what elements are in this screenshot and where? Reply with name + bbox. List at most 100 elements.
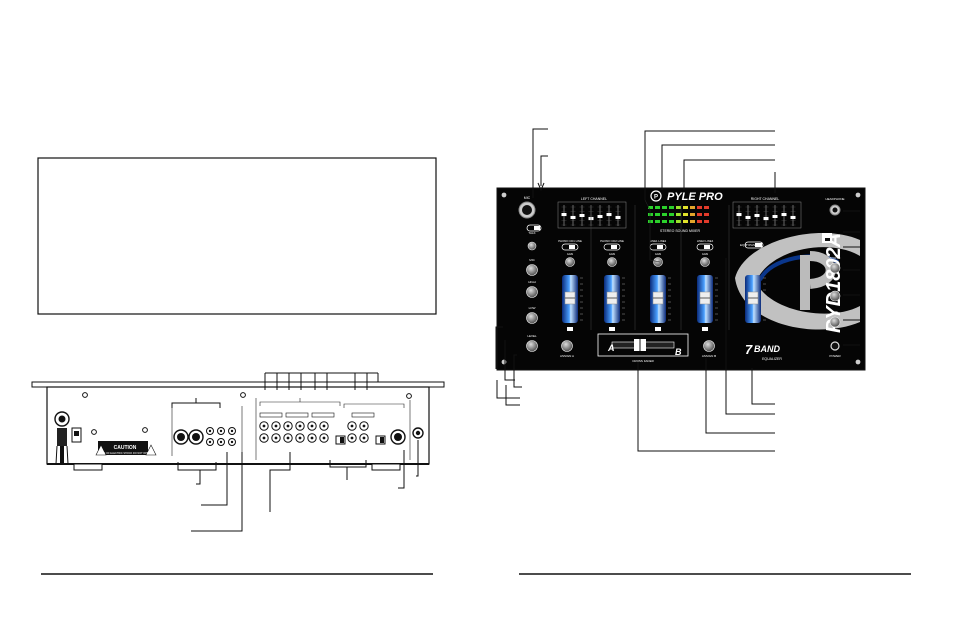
caption-box	[37, 157, 437, 315]
front-callouts	[495, 128, 860, 452]
mic-gain-knob[interactable]	[527, 241, 537, 251]
cue-level-knob[interactable]: CUE	[829, 310, 841, 328]
channel-fader[interactable]	[650, 275, 671, 323]
seven-band-eq-badge: 7 BAND EQUALIZER	[745, 342, 782, 361]
headphone-jack[interactable]: HEADPHONE	[825, 197, 845, 216]
channel-source-switch[interactable]	[696, 243, 714, 251]
eq-bypass-switch[interactable]: EQ BYPASS	[740, 241, 764, 249]
headphone-label: HEADPHONE	[825, 197, 844, 201]
mic-low-knob[interactable]: LOW	[526, 306, 538, 324]
channel-fader[interactable]	[562, 275, 583, 323]
gain-label: GAIN	[702, 252, 708, 256]
assign-b-knob[interactable]: ASSIGN B	[702, 340, 716, 359]
led-segment	[690, 206, 695, 209]
booth-knob[interactable]: BOOTH	[830, 256, 841, 274]
rca-jack	[295, 421, 305, 431]
rca-jack	[307, 433, 317, 443]
led-level-meter	[648, 206, 709, 223]
led-segment	[676, 213, 681, 216]
rca-jack	[283, 421, 293, 431]
channel-gain-knob[interactable]: GAIN	[607, 252, 617, 267]
caution-label-text: CAUTION	[114, 445, 137, 451]
left-graphic-eq	[557, 201, 627, 229]
cue-knob-label: CUE	[832, 310, 838, 314]
eq-band-slider[interactable]	[579, 205, 585, 226]
led-segment	[697, 220, 702, 223]
channel-source-label: LINE1 LINE2	[650, 239, 667, 243]
channel-gain-knob[interactable]: GAIN	[700, 252, 710, 267]
channel-fader[interactable]	[604, 275, 625, 323]
gain-label: GAIN	[655, 252, 661, 256]
led-segment	[704, 206, 709, 209]
front-panel: PYD1802A MIC TALK MIC HIGH LOW LEVEL LEFT C…	[496, 187, 866, 371]
cue-button[interactable]	[567, 327, 573, 331]
assign-a-knob[interactable]: ASSIGN A	[560, 340, 574, 359]
rca-jack	[319, 433, 329, 443]
channel-source-label: PHONO CD1 LINE	[558, 239, 582, 243]
crossfader-label: CROSS FADER	[632, 359, 654, 363]
master-knob[interactable]	[829, 290, 841, 302]
channel-source-label: LINE3 LINE4	[697, 239, 714, 243]
rca-jack	[271, 433, 281, 443]
eq-band-slider[interactable]	[561, 205, 567, 226]
mic-knob-label: LOW	[529, 306, 536, 310]
led-segment	[690, 220, 695, 223]
mic-volume-knob[interactable]: MIC	[526, 258, 538, 276]
brand-logo: P PYLE PRO	[650, 190, 723, 203]
channel-source-switch[interactable]	[561, 243, 579, 251]
cue-button[interactable]	[609, 327, 615, 331]
rca-jack	[271, 421, 281, 431]
rca-jack	[259, 433, 269, 443]
led-segment	[683, 220, 688, 223]
led-segment	[662, 213, 667, 216]
mic-input-label: MIC	[524, 196, 531, 200]
led-segment	[683, 213, 688, 216]
led-segment	[683, 206, 688, 209]
master-fader[interactable]	[745, 275, 766, 323]
led-segment	[676, 220, 681, 223]
eq-band-slider[interactable]	[736, 205, 742, 226]
eq-band-slider[interactable]	[772, 205, 778, 226]
eq-band-slider[interactable]	[597, 205, 603, 226]
talkover-switch[interactable]	[526, 224, 542, 232]
gain-label: GAIN	[567, 252, 573, 256]
channel-gain-knob[interactable]: GAIN	[653, 252, 663, 267]
cue-button[interactable]	[702, 327, 708, 331]
crossfader[interactable]: A B CROSS FADER	[597, 333, 689, 363]
left-channel-title: LEFT CHANNEL	[581, 197, 607, 201]
model-name: PYD1802A	[823, 233, 845, 333]
rca-jack	[319, 421, 329, 431]
rca-jack	[307, 421, 317, 431]
channel-fader[interactable]	[697, 275, 718, 323]
eq-band-slider[interactable]	[781, 205, 787, 226]
channel-gain-knob[interactable]: GAIN	[565, 252, 575, 267]
eq-band-slider[interactable]	[763, 205, 769, 226]
eq-band-slider[interactable]	[790, 205, 796, 226]
eq-band-slider[interactable]	[615, 205, 621, 226]
led-segment	[690, 213, 695, 216]
power-inlet	[54, 411, 70, 465]
led-segment	[662, 220, 667, 223]
eq-band-slider[interactable]	[754, 205, 760, 226]
led-segment	[662, 206, 667, 209]
eq-band-slider[interactable]	[745, 205, 751, 226]
assign-b-label: ASSIGN B	[702, 354, 716, 358]
channel-source-switch[interactable]	[603, 243, 621, 251]
power-label: POWER	[829, 354, 841, 358]
eq-band-slider[interactable]	[570, 205, 576, 226]
booth-label: BOOTH	[830, 256, 841, 260]
eq-band-slider[interactable]	[606, 205, 612, 226]
led-segment	[676, 206, 681, 209]
stereo-mixer-label: STEREO SOUND MIXER	[660, 229, 701, 233]
caution-label-subtext: RISK OF ELECTRIC SHOCK DO NOT OPEN	[100, 452, 151, 455]
power-switch[interactable]: POWER	[829, 341, 841, 358]
mic-level-knob[interactable]: LEVEL	[526, 334, 538, 352]
mic-knob-label: HIGH	[528, 280, 536, 284]
eq-subtitle: EQUALIZER	[762, 357, 782, 361]
mic-high-knob[interactable]: HIGH	[526, 280, 538, 298]
channel-source-label: PHONO CD2 LINE	[600, 239, 624, 243]
assign-a-label: ASSIGN A	[560, 354, 574, 358]
led-segment	[704, 213, 709, 216]
mic-section: MIC TALK	[518, 196, 542, 235]
cue-button[interactable]	[655, 327, 661, 331]
